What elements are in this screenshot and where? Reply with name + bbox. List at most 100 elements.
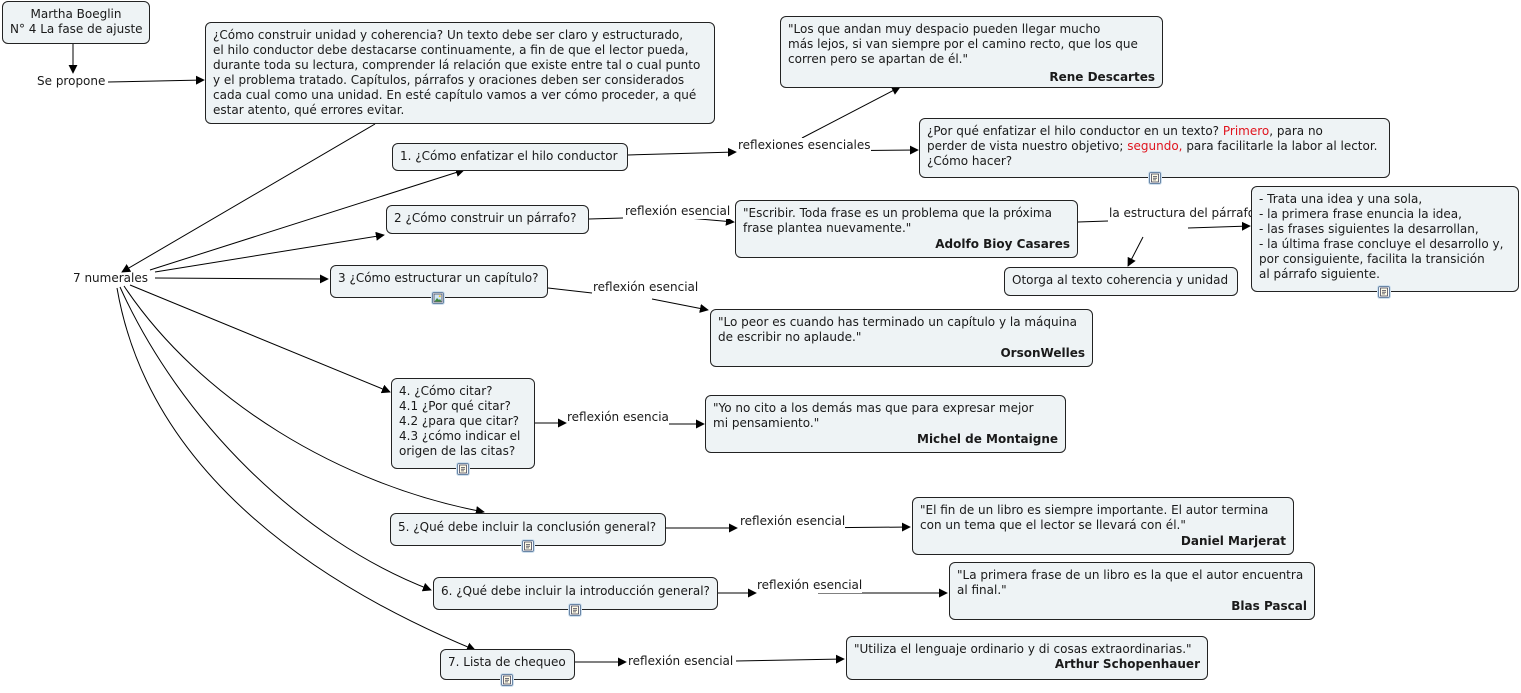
paragraph-rules-node[interactable]: - Trata una idea y una sola, - la primer… [1251, 186, 1519, 292]
link-label-line: reflexión [625, 204, 678, 218]
document-icon[interactable] [1378, 286, 1390, 298]
why-emphasize-node[interactable]: ¿Por qué enfatizar el hilo conductor en … [919, 118, 1390, 178]
root-node[interactable]: Martha Boeglin N° 4 La fase de ajuste [2, 1, 150, 44]
document-icon[interactable] [1149, 172, 1161, 184]
quote-line: "El fin de un libro es siempre important… [920, 503, 1269, 517]
quote-author: Arthur Schopenhauer [1054, 657, 1200, 671]
link-label-line: reflexión [740, 514, 793, 528]
document-icon[interactable] [522, 540, 534, 552]
link-n2-label [588, 217, 624, 220]
numeral-5-title: 5. ¿Qué debe incluir la conclusión gener… [398, 520, 657, 534]
intro-line: durante toda su lectura, comprender lá r… [213, 58, 701, 72]
quote-author: OrsonWelles [1000, 346, 1085, 360]
link-seven-n6 [119, 286, 432, 592]
intro-line: y el problema tratado. Capítulos, párraf… [213, 73, 685, 87]
numeral-2-link-label: reflexión esencial [625, 204, 731, 219]
rule-line: - la primera frase enuncia la idea, [1259, 207, 1462, 221]
link-label-line: esenciales [807, 138, 871, 152]
quote-line: "La primera frase de un libro es la que … [957, 568, 1304, 582]
rule-line: - las frases siguientes la desarrollan, [1259, 222, 1479, 236]
rule-line: al párrafo siguiente. [1259, 267, 1380, 281]
rule-line: - la última frase concluye el desarrollo… [1259, 237, 1504, 251]
numeral-4-node[interactable]: 4. ¿Cómo citar? 4.1 ¿Por qué citar? 4.2 … [391, 378, 535, 469]
link-label-line: esencial [796, 514, 846, 528]
why-highlight-primero: Primero [1222, 124, 1270, 138]
document-icon[interactable] [569, 604, 581, 616]
link-label-line: reflexión [593, 280, 646, 294]
why-line-1: ¿Por qué enfatizar el hilo conductor en … [927, 124, 1382, 139]
why-text: ¿Por qué enfatizar el hilo conductor en … [927, 124, 1223, 138]
link-label-line: reflexión [757, 578, 810, 592]
numeral-7-title: 7. Lista de chequeo [448, 655, 566, 669]
quote-line: mi pensamiento." [713, 416, 820, 430]
quote-author: Blas Pascal [1231, 599, 1307, 613]
link-label-line: esencial [649, 280, 699, 294]
quote-line: "Utiliza el lenguaje ordinario y di cosa… [854, 642, 1192, 656]
link-n3-label [547, 287, 593, 294]
image-icon[interactable] [432, 292, 444, 304]
quote-line: frase plantea nuevamente." [743, 221, 912, 235]
rule-line: por consiguiente, facilita la transición [1259, 252, 1485, 266]
quote-author: Adolfo Bioy Casares [935, 237, 1070, 251]
quote-line: más lejos, si van siempre por el camino … [788, 37, 1138, 51]
schopenhauer-quote-node[interactable]: "Utiliza el lenguaje ordinario y di cosa… [846, 636, 1208, 680]
numeral-5-node[interactable]: 5. ¿Qué debe incluir la conclusión gener… [390, 513, 666, 546]
marjerat-quote-node[interactable]: "El fin de un libro es siempre important… [912, 497, 1294, 555]
coherencia-node[interactable]: Otorga al texto coherencia y unidad [1004, 267, 1238, 296]
quote-line: "Escribir. Toda frase es un problema que… [743, 206, 1052, 220]
coherencia-text: Otorga al texto coherencia y unidad [1012, 273, 1229, 287]
bioy-casares-quote-node[interactable]: "Escribir. Toda frase es un problema que… [735, 200, 1078, 258]
numeral-4-line: 4.1 ¿Por qué citar? [399, 399, 511, 413]
estructura-label: la estructura del párrafo [1109, 206, 1256, 221]
link-label-line: reflexión [567, 410, 620, 424]
numeral-1-link-label: reflexiones esenciales [738, 138, 871, 153]
numeral-2-title: 2 ¿Cómo construir un párrafo? [394, 211, 577, 225]
quote-line: con un tema que el lector se llevará con… [920, 518, 1186, 532]
descartes-quote-node[interactable]: "Los que andan muy despacio pueden llega… [780, 16, 1163, 88]
root-line-1: Martha Boeglin [30, 7, 122, 21]
link-intro-seven [121, 123, 376, 273]
numeral-4-line: 4.3 ¿cómo indicar el [399, 429, 521, 443]
seven-numerales-label: 7 numerales [73, 271, 148, 285]
link-estructura-coherencia [1127, 236, 1144, 267]
quote-line: de escribir no aplaude." [718, 330, 862, 344]
link-seven-n7 [116, 287, 476, 652]
orson-welles-quote-node[interactable]: "Lo peor es cuando has terminado un capí… [710, 309, 1093, 367]
numeral-3-link-label: reflexión esencial [593, 280, 699, 295]
link-label3-quote [651, 298, 709, 313]
numeral-7-link-label: reflexión esencial [628, 654, 734, 669]
montaigne-quote-node[interactable]: "Yo no cito a los demás mas que para exp… [705, 395, 1066, 453]
link-n1-label [627, 147, 737, 157]
intro-node[interactable]: ¿Cómo construir unidad y coherencia? Un … [205, 22, 715, 124]
document-icon[interactable] [501, 674, 513, 686]
why-text: para facilitarle la labor al lector. [1182, 139, 1378, 153]
numeral-4-link-label: reflexión esencia [567, 410, 669, 425]
quote-line: corren pero se apartan de él." [788, 52, 969, 66]
why-line-2: perder de vista nuestro objetivo; segund… [927, 139, 1382, 154]
numeral-6-link-label: reflexión esencial [757, 578, 863, 593]
link-quote2-estructura [1077, 220, 1109, 223]
link-seven-n1 [149, 168, 465, 271]
intro-line: ¿Cómo construir unidad y coherencia? Un … [213, 28, 684, 42]
link-seven-n5 [123, 285, 485, 515]
document-icon[interactable] [457, 463, 469, 475]
pascal-quote-node[interactable]: "La primera frase de un libro es la que … [949, 562, 1315, 620]
why-text: , para no [1269, 124, 1323, 138]
numeral-1-title: 1. ¿Cómo enfatizar el hilo conductor [400, 149, 618, 163]
link-label1-quote [801, 86, 901, 139]
intro-line: estar atento, qué errores evitar. [213, 103, 405, 117]
estructura-line: la estructura [1109, 206, 1186, 220]
numeral-4-line: 4.2 ¿para que citar? [399, 414, 520, 428]
numeral-4-line: 4. ¿Cómo citar? [399, 384, 493, 398]
numeral-7-node[interactable]: 7. Lista de chequeo [440, 649, 575, 680]
rule-line: - Trata una idea y una sola, [1259, 192, 1423, 206]
numeral-2-node[interactable]: 2 ¿Cómo construir un párrafo? [386, 205, 589, 234]
quote-author: Daniel Marjerat [1180, 534, 1286, 548]
link-label-line: esencia [623, 410, 669, 424]
numeral-1-node[interactable]: 1. ¿Cómo enfatizar el hilo conductor [392, 143, 628, 171]
link-seven-n2 [154, 231, 385, 273]
se-propone-label: Se propone [37, 74, 106, 89]
numeral-3-title: 3 ¿Cómo estructurar un capítulo? [338, 271, 539, 285]
intro-line: el hilo conductor debe destacarse contin… [213, 43, 689, 57]
link-seven-n3 [154, 274, 329, 284]
